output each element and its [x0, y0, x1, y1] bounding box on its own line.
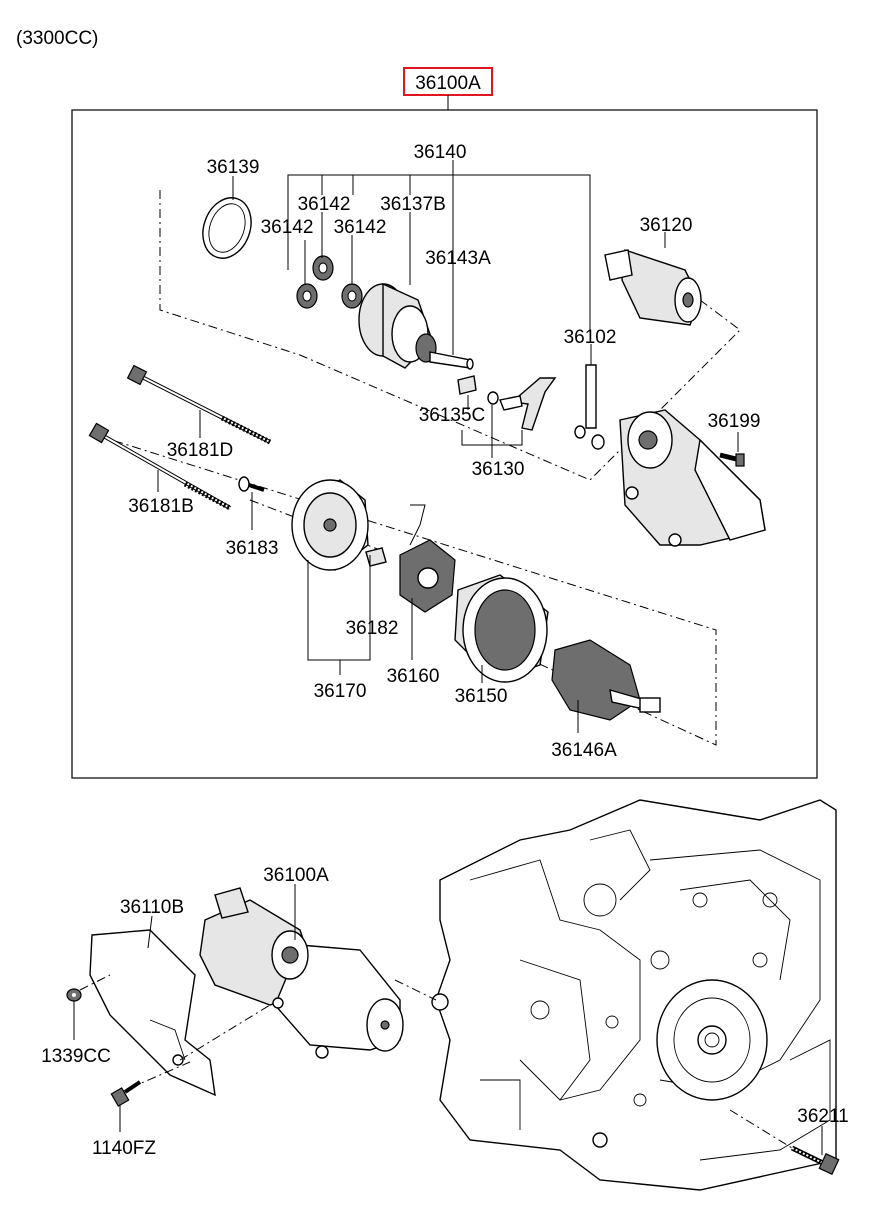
rear-cover-36170[interactable] [291, 479, 369, 571]
callout-36160[interactable]: 36160 [387, 666, 440, 687]
callout-36143A[interactable]: 36143A [425, 248, 491, 269]
callout-36211[interactable]: 36211 [797, 1106, 848, 1127]
planet-gear-36142[interactable] [296, 255, 363, 309]
bushing-36182[interactable] [365, 547, 387, 567]
callout-1140FZ[interactable]: 1140FZ [92, 1138, 156, 1159]
callout-36130[interactable]: 36130 [472, 459, 525, 480]
callout-36183[interactable]: 36183 [226, 538, 279, 559]
callout-36140[interactable]: 36140 [414, 142, 467, 163]
callout-36142-c[interactable]: 36142 [334, 217, 387, 238]
callout-36142-a[interactable]: 36142 [298, 194, 351, 215]
starter-motor-assembly[interactable] [199, 887, 404, 1059]
heat-shield-36110B[interactable] [89, 929, 216, 1097]
shift-lever-36130[interactable] [499, 377, 557, 431]
callout-36139[interactable]: 36139 [207, 157, 260, 178]
callout-36110B[interactable]: 36110B [120, 897, 184, 918]
callout-36146A[interactable]: 36146A [551, 740, 617, 761]
seal-36102[interactable] [574, 364, 605, 450]
bolt-36211[interactable] [790, 1145, 840, 1176]
nut-1339CC[interactable] [66, 988, 82, 1002]
snap-ring[interactable] [487, 391, 499, 405]
callout-36135C[interactable]: 36135C [419, 405, 486, 426]
callout-36150[interactable]: 36150 [455, 686, 508, 707]
screw-36183[interactable] [238, 476, 265, 492]
exploded-view-frame [71, 109, 818, 779]
engine-variant-label: (3300CC) [16, 28, 98, 49]
callout-36181D[interactable]: 36181D [167, 440, 234, 461]
yoke-36150[interactable] [454, 574, 549, 683]
callout-36120[interactable]: 36120 [640, 215, 693, 236]
armature-36146A[interactable] [551, 639, 661, 721]
callout-36182[interactable]: 36182 [346, 618, 399, 639]
callout-36137B[interactable]: 36137B [380, 194, 446, 215]
through-bolt-36181B[interactable] [88, 422, 232, 511]
callout-36100A-installed[interactable]: 36100A [263, 865, 329, 886]
solenoid-36120[interactable] [604, 249, 702, 326]
drive-housing[interactable] [619, 409, 766, 547]
brush-holder-36160[interactable] [399, 504, 456, 613]
callout-36142-b[interactable]: 36142 [261, 217, 314, 238]
gear-housing-36137B[interactable] [358, 282, 437, 369]
o-ring-36139[interactable] [195, 191, 259, 265]
through-bolt-36181D[interactable] [126, 364, 272, 445]
pinion-shaft-36143A[interactable] [429, 351, 474, 370]
callout-36181B[interactable]: 36181B [128, 496, 194, 517]
assembly-part-number[interactable]: 36100A [415, 73, 481, 94]
washer-36135C[interactable] [457, 375, 477, 395]
bolt-36199[interactable] [719, 452, 745, 467]
callout-1339CC[interactable]: 1339CC [41, 1046, 111, 1067]
callout-36102[interactable]: 36102 [564, 327, 617, 348]
callout-36199[interactable]: 36199 [708, 411, 761, 432]
engine-block [431, 799, 837, 1191]
callout-36170[interactable]: 36170 [314, 681, 367, 702]
